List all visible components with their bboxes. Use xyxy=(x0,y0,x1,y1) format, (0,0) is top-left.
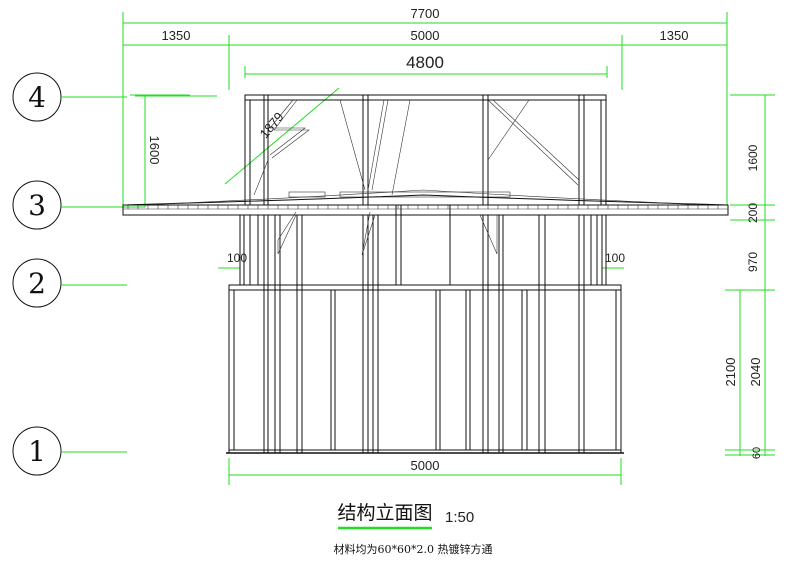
dim-left-height: 1600 xyxy=(147,136,162,165)
dim-right-200: 200 xyxy=(746,203,760,223)
dim-right-2040: 2040 xyxy=(748,358,763,387)
dim-right: 1350 xyxy=(660,28,689,43)
axis-4: 4 xyxy=(12,72,217,122)
dim-upper-width: 4800 xyxy=(406,53,444,72)
middle-posts xyxy=(239,205,607,453)
axis-label: 3 xyxy=(28,189,46,222)
dim-right-60: 60 xyxy=(751,447,763,459)
drawing-title: 结构立面图 xyxy=(337,502,432,524)
axis-1: 1 xyxy=(12,426,127,476)
axis-2: 2 xyxy=(12,258,127,308)
bottom-dimension: 5000 xyxy=(228,458,622,485)
axis-label: 2 xyxy=(28,267,46,300)
title-block: 结构立面图 1:50 材料均为60*60*2.0 热镀锌方通 xyxy=(334,502,493,556)
dim-left-offset: 100 xyxy=(227,251,247,265)
drawing-scale: 1:50 xyxy=(445,509,474,526)
upper-frame xyxy=(244,94,607,206)
dim-left: 1350 xyxy=(162,28,191,43)
dim-right-1600: 1600 xyxy=(746,144,760,171)
left-dimensions: 1600 1879 100 100 xyxy=(130,87,625,269)
axis-3: 3 xyxy=(12,180,145,230)
dim-middle: 5000 xyxy=(411,28,440,43)
lower-frame xyxy=(226,284,624,454)
dim-right-2100: 2100 xyxy=(723,358,738,387)
dim-right-offset: 100 xyxy=(605,251,625,265)
material-note: 材料均为60*60*2.0 热镀锌方通 xyxy=(334,542,493,556)
roof-eave xyxy=(122,189,729,216)
axis-label: 4 xyxy=(28,81,46,114)
dim-bottom-width: 5000 xyxy=(411,458,440,473)
dim-overall: 7700 xyxy=(411,6,440,21)
right-dimensions: 1600 200 970 2040 60 2100 xyxy=(723,94,775,459)
dim-right-970: 970 xyxy=(746,252,760,272)
top-dimensions: 7700 1350 5000 1350 4800 xyxy=(122,6,728,205)
axis-label: 1 xyxy=(28,435,46,468)
